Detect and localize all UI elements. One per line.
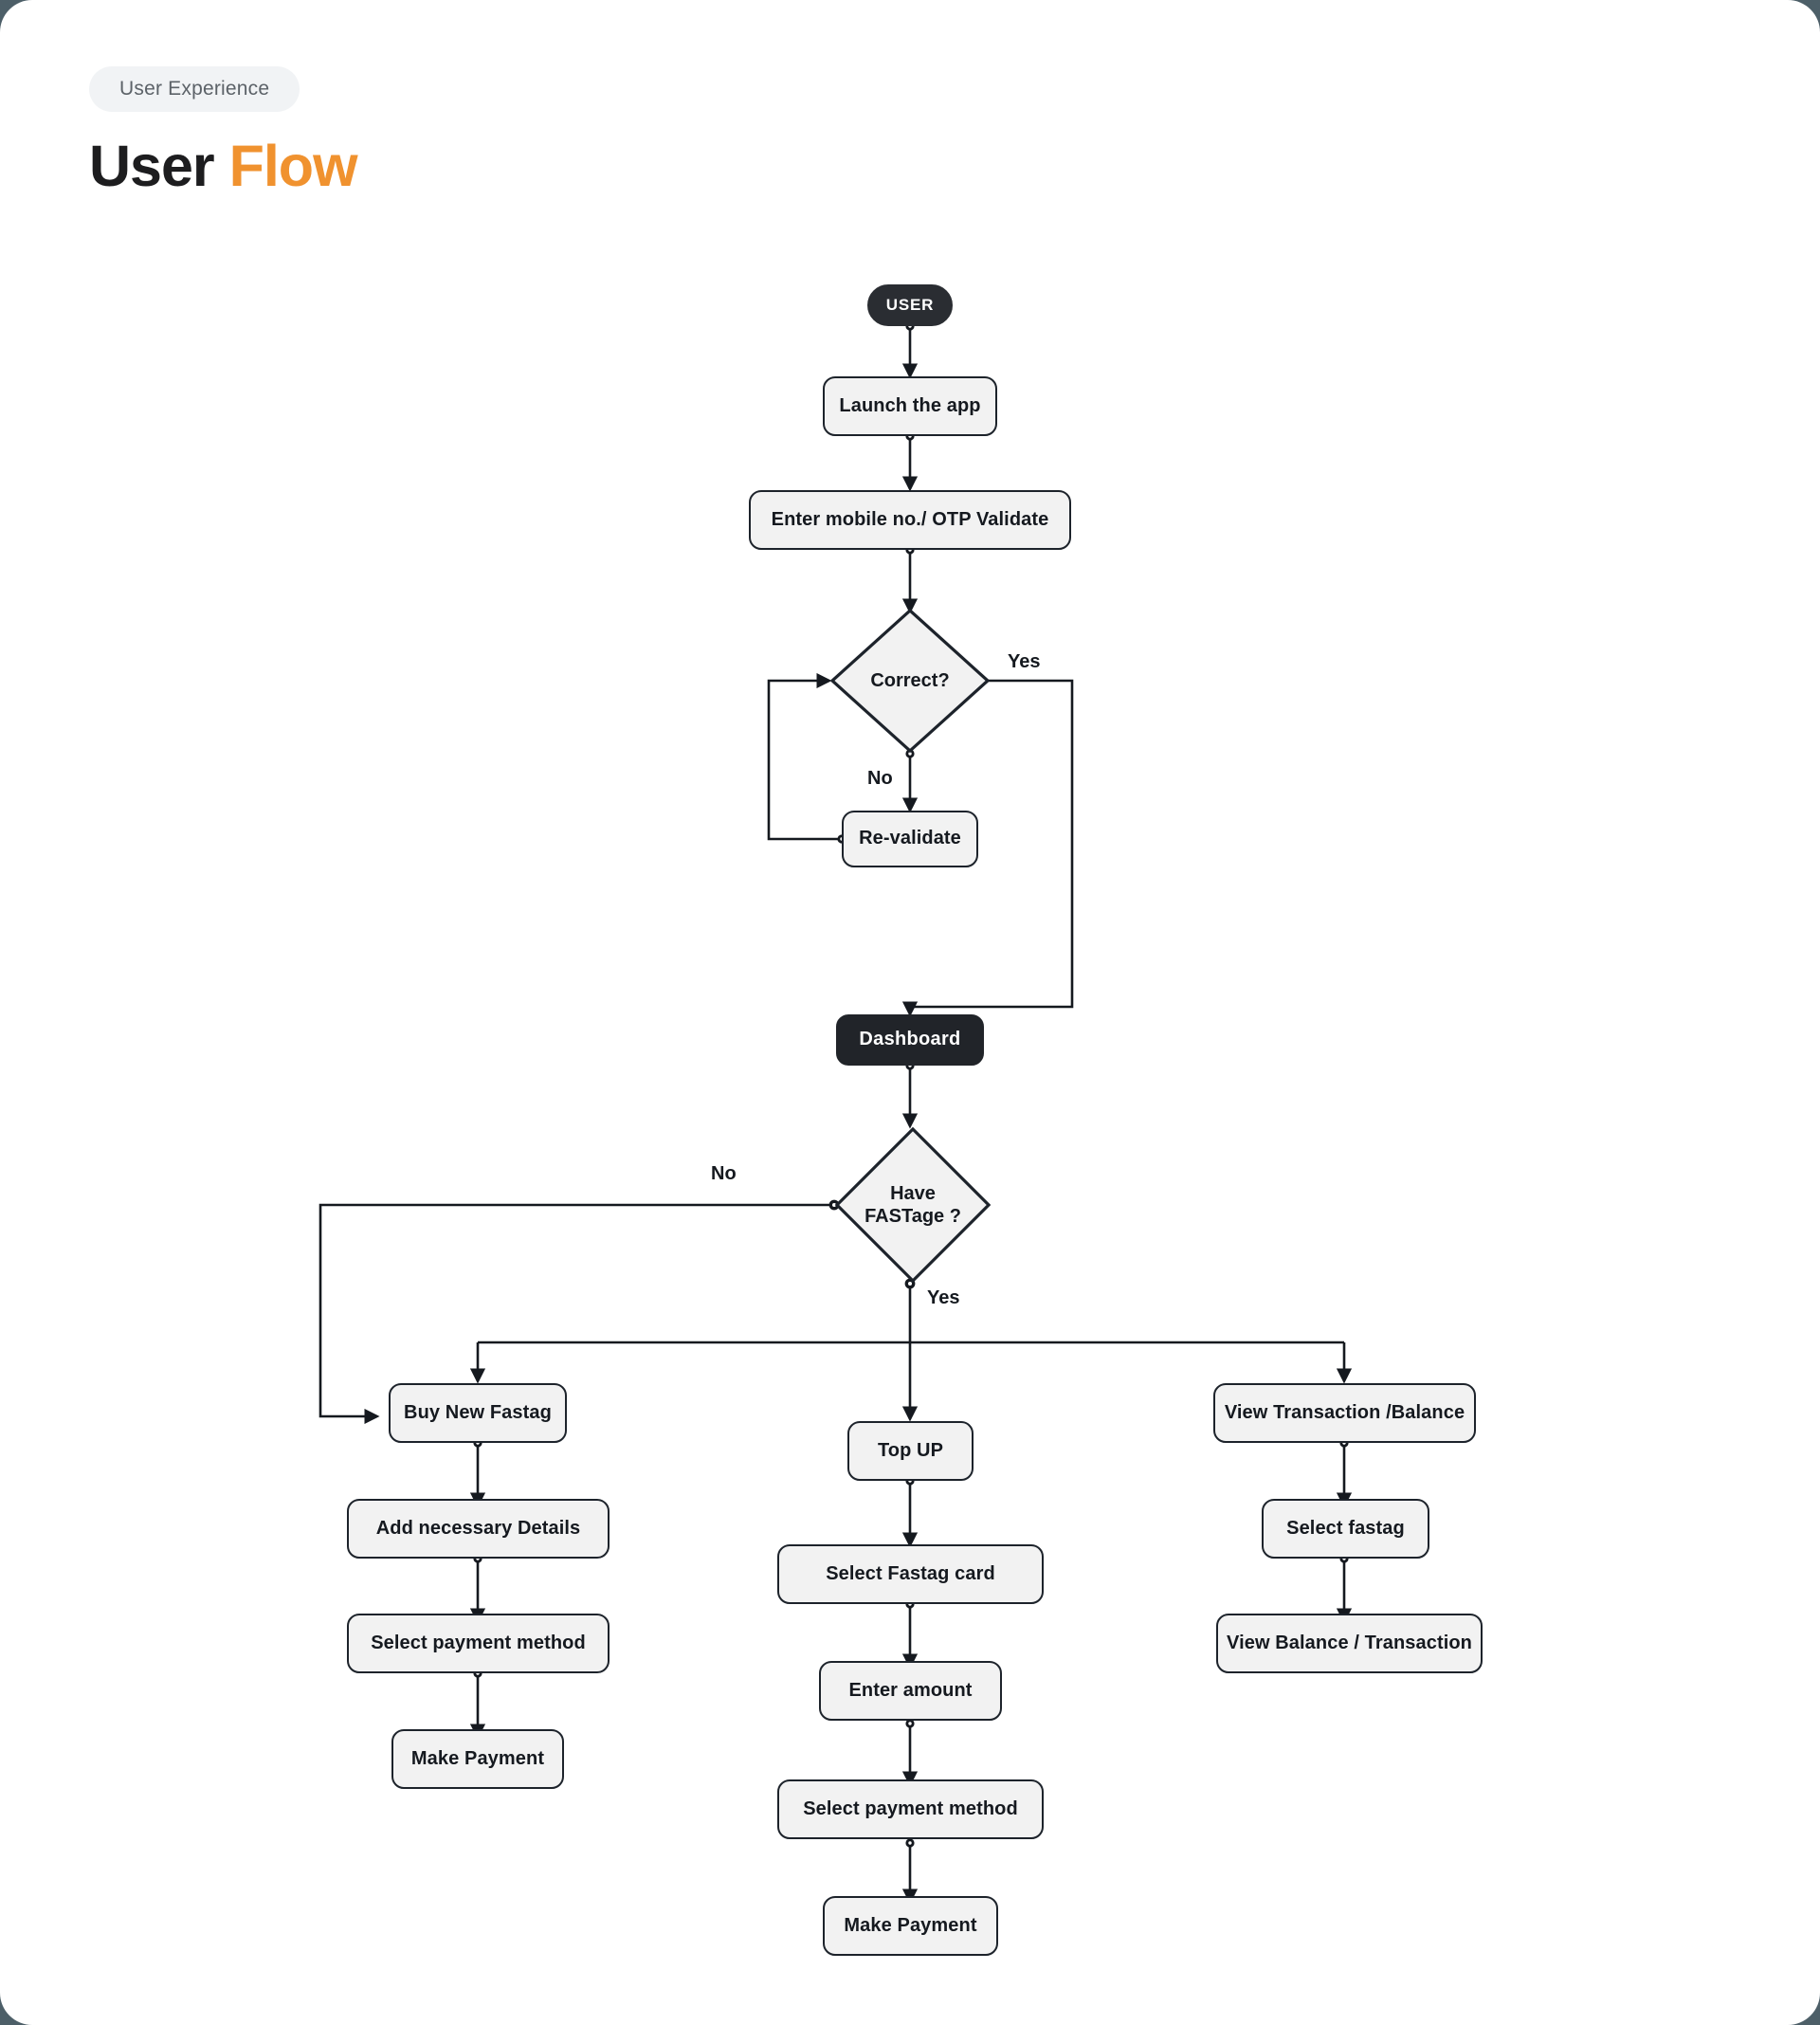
page-title-accent: Flow bbox=[228, 134, 358, 198]
node-buy-new-fastag[interactable]: Buy New Fastag bbox=[389, 1383, 567, 1443]
edge-label-correct-yes: Yes bbox=[1008, 651, 1041, 672]
page-title: User Flow bbox=[89, 133, 358, 199]
node-user-label: USER bbox=[885, 295, 935, 314]
node-user[interactable]: USER bbox=[867, 284, 953, 326]
node-add-necessary-details[interactable]: Add necessary Details bbox=[347, 1499, 610, 1559]
node-enter-amount[interactable]: Enter amount bbox=[819, 1661, 1002, 1721]
node-view-transaction-balance[interactable]: View Transaction /Balance bbox=[1213, 1383, 1476, 1443]
node-re-validate[interactable]: Re-validate bbox=[842, 811, 978, 867]
node-add-necessary-details-label: Add necessary Details bbox=[375, 1517, 581, 1539]
node-buy-new-fastag-label: Buy New Fastag bbox=[404, 1401, 552, 1423]
diamond-shape bbox=[834, 1126, 992, 1284]
node-have-fastage-decision-label: Have FASTage ? bbox=[864, 1183, 961, 1227]
edge-label-fastage-no: No bbox=[711, 1163, 737, 1184]
node-top-up-label: Top UP bbox=[877, 1439, 944, 1461]
page-title-main: User bbox=[89, 134, 229, 198]
node-select-fastag-card[interactable]: Select Fastag card bbox=[777, 1544, 1044, 1604]
node-dashboard-label: Dashboard bbox=[859, 1029, 961, 1050]
node-make-payment-left-label: Make Payment bbox=[410, 1747, 545, 1769]
node-view-balance-transaction[interactable]: View Balance / Transaction bbox=[1216, 1614, 1483, 1673]
node-enter-mobile-otp-label: Enter mobile no./ OTP Validate bbox=[771, 508, 1049, 530]
node-correct-decision[interactable]: Correct? bbox=[829, 608, 991, 754]
node-have-fastage-decision[interactable]: Have FASTage ? bbox=[834, 1126, 992, 1284]
node-select-fastag-card-label: Select Fastag card bbox=[826, 1562, 995, 1584]
node-make-payment-mid[interactable]: Make Payment bbox=[823, 1896, 998, 1956]
node-select-payment-method-left-label: Select payment method bbox=[371, 1632, 586, 1653]
node-select-fastag-label: Select fastag bbox=[1286, 1517, 1405, 1539]
node-top-up[interactable]: Top UP bbox=[847, 1421, 974, 1481]
section-badge: User Experience bbox=[89, 66, 300, 112]
diamond-shape bbox=[829, 608, 991, 754]
node-select-payment-method-left[interactable]: Select payment method bbox=[347, 1614, 610, 1673]
node-enter-amount-label: Enter amount bbox=[848, 1679, 973, 1701]
node-make-payment-mid-label: Make Payment bbox=[844, 1914, 977, 1936]
node-make-payment-left[interactable]: Make Payment bbox=[391, 1729, 564, 1789]
edge-label-fastage-yes: Yes bbox=[927, 1287, 960, 1308]
edge-label-correct-no: No bbox=[867, 768, 893, 789]
node-view-transaction-balance-label: View Transaction /Balance bbox=[1224, 1401, 1465, 1423]
node-enter-mobile-otp[interactable]: Enter mobile no./ OTP Validate bbox=[749, 490, 1071, 550]
node-launch-the-app[interactable]: Launch the app bbox=[823, 376, 997, 436]
node-re-validate-label: Re-validate bbox=[859, 828, 961, 849]
node-view-balance-transaction-label: View Balance / Transaction bbox=[1226, 1632, 1472, 1653]
node-launch-the-app-label: Launch the app bbox=[839, 394, 981, 416]
node-select-payment-method-mid[interactable]: Select payment method bbox=[777, 1779, 1044, 1839]
node-select-payment-method-mid-label: Select payment method bbox=[803, 1797, 1018, 1819]
node-dashboard[interactable]: Dashboard bbox=[836, 1014, 984, 1066]
node-select-fastag[interactable]: Select fastag bbox=[1262, 1499, 1429, 1559]
node-correct-decision-label: Correct? bbox=[870, 670, 950, 691]
